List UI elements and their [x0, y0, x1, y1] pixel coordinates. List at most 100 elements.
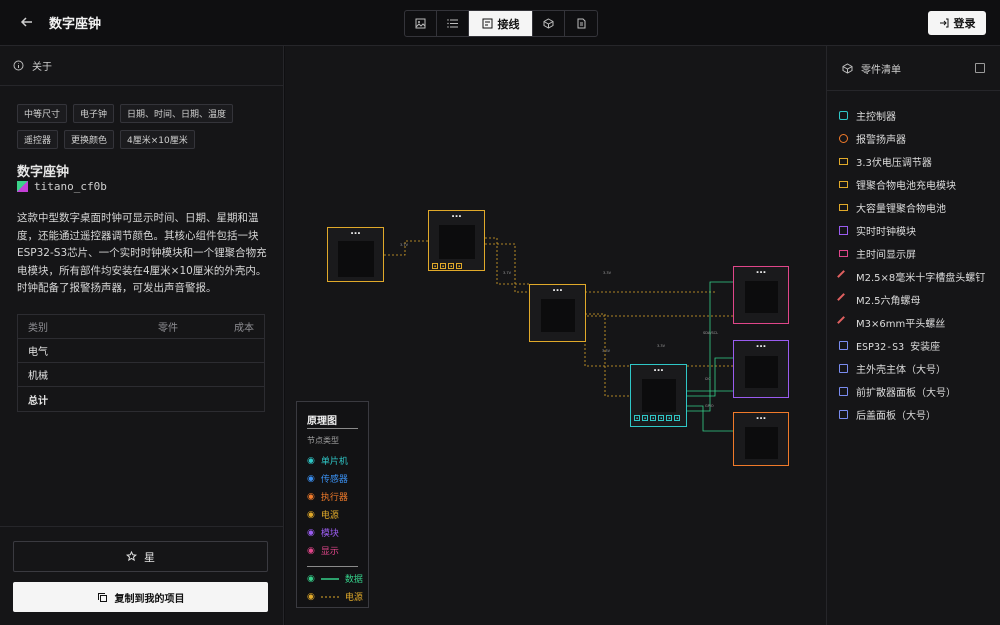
- copy-icon: [97, 592, 107, 602]
- eye-icon: ◉: [307, 591, 315, 602]
- list-item[interactable]: 主外壳主体（大号）: [839, 357, 985, 380]
- node-image: [541, 299, 575, 332]
- eye-icon: ◉: [307, 545, 315, 556]
- wrench-icon: [837, 270, 850, 283]
- collapse-panel-icon[interactable]: [975, 63, 985, 73]
- rtc-node[interactable]: ▪ ▪ ▪: [733, 340, 789, 398]
- list-item[interactable]: 实时时钟模块: [839, 219, 985, 242]
- power-wire: [485, 243, 715, 293]
- pin: ▪: [658, 415, 665, 421]
- list-icon: [447, 19, 458, 28]
- dashed-line-icon: [320, 596, 339, 597]
- star-button[interactable]: 星: [13, 541, 268, 572]
- copy-to-project-button[interactable]: 复制到我的项目: [13, 582, 268, 612]
- tag: 遥控器: [17, 130, 59, 149]
- table-row-total: 总计: [18, 387, 264, 411]
- list-item[interactable]: 主时间显示屏: [839, 242, 985, 265]
- tag: 更换颜色: [64, 130, 115, 149]
- edge-label: 3.3V: [603, 271, 612, 275]
- column-header: 类别: [28, 323, 48, 334]
- tab-wiring-label: 接线: [497, 17, 520, 31]
- printer-icon: [839, 387, 848, 396]
- part-label: 大容量锂聚合物电池: [856, 204, 946, 215]
- battery-icon: [839, 204, 848, 211]
- display-node[interactable]: ▪ ▪ ▪: [733, 266, 789, 324]
- printer-icon: [839, 410, 848, 419]
- part-label: M3×6mm平头螺丝: [856, 319, 946, 330]
- schematic-canvas[interactable]: 3.7V 3.7V 3.3V 3.3V 3.3V SDA/SCL I2C GPI…: [285, 46, 826, 625]
- power-wire: [584, 316, 733, 367]
- legend-divider: [307, 566, 358, 567]
- list-item[interactable]: M2.5×8毫米十字槽盘头螺钉: [837, 265, 985, 288]
- tab-list[interactable]: [437, 11, 469, 36]
- list-item[interactable]: 报警扬声器: [839, 127, 985, 150]
- tab-wiring[interactable]: 接线: [469, 11, 533, 36]
- tab-document[interactable]: [565, 11, 597, 36]
- node-image: [745, 281, 778, 313]
- power-wire: [384, 240, 428, 256]
- edge-label: 3.7V: [503, 271, 512, 275]
- legend-item-display[interactable]: ◉显示: [307, 544, 339, 558]
- node-image: [338, 241, 374, 277]
- wrench-icon: [837, 316, 850, 329]
- list-item[interactable]: 锂聚合物电池充电模块: [839, 173, 985, 196]
- speaker-node[interactable]: ▪ ▪ ▪: [733, 412, 789, 466]
- part-label: 报警扬声器: [856, 135, 906, 146]
- info-icon: [13, 60, 24, 71]
- list-item[interactable]: 3.3伏电压调节器: [839, 150, 985, 173]
- schematic-legend: 原理图 节点类型 ◉单片机 ◉传感器 ◉执行器 ◉电源 ◉模块 ◉显示 ◉ 数据…: [296, 401, 369, 608]
- legend-item-mcu[interactable]: ◉单片机: [307, 454, 348, 468]
- edge-label: I2C: [705, 377, 711, 381]
- regulator-node[interactable]: ▪ ▪ ▪: [529, 284, 586, 342]
- login-button[interactable]: 登录: [928, 11, 986, 35]
- legend-item-power[interactable]: ◉电源: [307, 508, 339, 522]
- tab-3d[interactable]: [533, 11, 565, 36]
- charger-node[interactable]: ▪ ▪ ▪ ▪ ▪ ▪ ▪: [428, 210, 485, 271]
- chip-icon: [839, 111, 848, 120]
- list-item[interactable]: 大容量锂聚合物电池: [839, 196, 985, 219]
- eye-icon: ◉: [307, 527, 315, 538]
- eye-icon: ◉: [307, 491, 315, 502]
- legend-line-data[interactable]: ◉ 数据: [307, 572, 363, 586]
- star-icon: [126, 551, 137, 562]
- legend-label: 传感器: [320, 475, 348, 485]
- part-label: 3.3伏电压调节器: [856, 158, 932, 169]
- part-label: 锂聚合物电池充电模块: [856, 181, 956, 192]
- legend-subtitle: 节点类型: [307, 436, 339, 445]
- battery-node[interactable]: ▪ ▪ ▪: [327, 227, 384, 282]
- part-label: 前扩散器面板（大号）: [856, 388, 956, 399]
- list-item[interactable]: M3×6mm平头螺丝: [837, 311, 985, 334]
- legend-item-module[interactable]: ◉模块: [307, 526, 339, 540]
- edge-label: 3.7V: [400, 243, 409, 247]
- legend-item-sensor[interactable]: ◉传感器: [307, 472, 348, 486]
- pin: ▪: [666, 415, 673, 421]
- back-arrow-icon[interactable]: [18, 13, 36, 31]
- legend-line-power[interactable]: ◉ 电源: [307, 590, 363, 604]
- node-title: ▪ ▪ ▪: [653, 368, 664, 372]
- top-bar: 数字座钟 接线 登录: [0, 0, 1000, 46]
- project-name: 数字座钟: [17, 165, 70, 180]
- tag: 4厘米×10厘米: [120, 130, 195, 149]
- list-item[interactable]: 后盖面板（大号）: [839, 403, 985, 426]
- node-image: [439, 225, 475, 259]
- part-label: 实时时钟模块: [856, 227, 916, 238]
- page-title: 数字座钟: [49, 17, 102, 32]
- part-label: 主控制器: [856, 112, 896, 123]
- list-item[interactable]: ESP32-S3 安装座: [839, 334, 985, 357]
- list-item[interactable]: M2.5六角螺母: [837, 288, 985, 311]
- pin: ▪: [456, 263, 463, 269]
- tab-image[interactable]: [405, 11, 437, 36]
- list-item[interactable]: 主控制器: [839, 104, 985, 127]
- list-item[interactable]: 前扩散器面板（大号）: [839, 380, 985, 403]
- power-wire: [485, 237, 529, 285]
- data-wire: [687, 390, 733, 412]
- node-pins: ▪ ▪ ▪ ▪ ▪ ▪: [634, 415, 683, 421]
- data-wire: [687, 281, 733, 392]
- mcu-node[interactable]: ▪ ▪ ▪ ▪ ▪ ▪ ▪ ▪ ▪: [630, 364, 687, 427]
- author[interactable]: titano_cf0b: [17, 180, 107, 193]
- cube-icon: [543, 18, 554, 29]
- about-header[interactable]: 关于: [0, 46, 283, 86]
- legend-item-actuator[interactable]: ◉执行器: [307, 490, 348, 504]
- legend-label: 电源: [344, 593, 363, 603]
- battery-icon: [839, 181, 848, 188]
